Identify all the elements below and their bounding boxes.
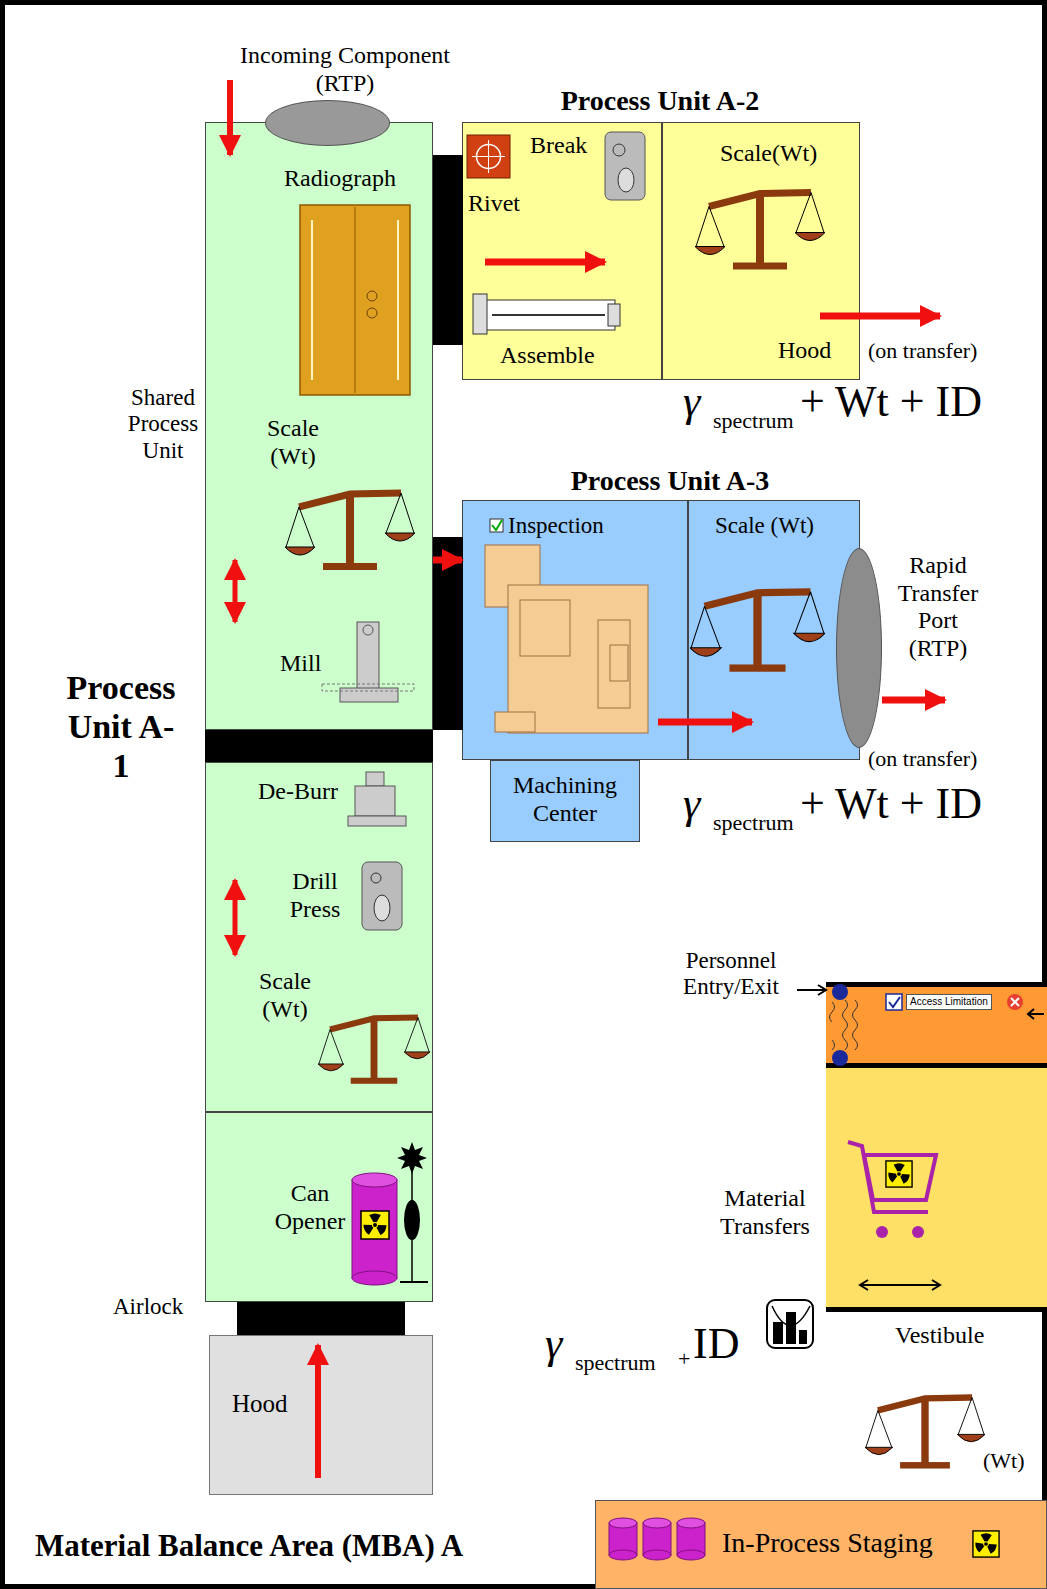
text-label: Mill [280, 650, 321, 678]
text-label: Material Transfers [705, 1185, 825, 1240]
text-label: Airlock [113, 1295, 183, 1318]
text-label: γ [545, 1322, 562, 1366]
text-label: In-Process Staging [722, 1527, 933, 1559]
text-label: Assemble [500, 342, 595, 370]
process-segment: Can Opener [205, 1112, 433, 1302]
text-label: (on transfer) [868, 340, 977, 362]
text-label: (on transfer) [868, 748, 977, 770]
flow-arrow [433, 557, 462, 564]
text-label: γ [683, 782, 700, 826]
text-label: (Wt) [983, 1450, 1025, 1472]
text-label: γ [683, 380, 700, 424]
text-label: Scale(Wt) [720, 140, 817, 168]
text-label: + Wt + ID [800, 380, 982, 424]
text-label: spectrum [575, 1352, 656, 1374]
text-label: Access Limitation [906, 994, 992, 1010]
text-label: Personnel Entry/Exit [670, 948, 792, 1001]
text-label: + [678, 1348, 690, 1370]
text-label: Rapid Transfer Port (RTP) [888, 552, 988, 662]
text-label: Inspection [508, 513, 604, 539]
text-label: Rivet [468, 190, 520, 218]
text-label: Scale (Wt) [715, 513, 814, 539]
text-label: Process Unit A-3 [490, 465, 850, 497]
text-label: Radiograph [255, 165, 425, 193]
text-label: Process Unit A-1 [62, 668, 180, 785]
text-label: Hood [778, 337, 831, 365]
text-label: Process Unit A-2 [500, 85, 820, 117]
text-label: Drill Press [278, 868, 352, 923]
text-label: De-Burr [258, 778, 338, 806]
transfer-port: Rapid Transfer Port (RTP) [836, 548, 882, 748]
text-label: spectrum [713, 410, 794, 432]
transfer-port: Incoming Component (RTP) [265, 100, 390, 146]
text-label: Material Balance Area (MBA) A [35, 1528, 463, 1564]
process-unit: Process Unit A-2RivetBreakAssembleScale(… [462, 122, 860, 380]
machining-center: Machining Center [490, 760, 640, 842]
text-label: Scale (Wt) [250, 968, 320, 1023]
vestibule: Material TransfersVestibule [826, 1068, 1047, 1312]
process-segment: De-BurrDrill PressScale (Wt) [205, 762, 433, 1112]
text-label: ID [693, 1322, 739, 1366]
text-label: Break [530, 132, 587, 160]
text-label: Scale (Wt) [258, 415, 328, 470]
text-label: Incoming Component (RTP) [225, 42, 465, 97]
text-label: Hood [232, 1390, 288, 1419]
text-label: spectrum [713, 812, 794, 834]
text-label: Machining Center [490, 772, 640, 827]
text-label: Can Opener [270, 1180, 350, 1235]
text-label: Shared Process Unit [125, 385, 201, 464]
text-label: + Wt + ID [800, 782, 982, 826]
text-label: Vestibule [895, 1322, 984, 1350]
